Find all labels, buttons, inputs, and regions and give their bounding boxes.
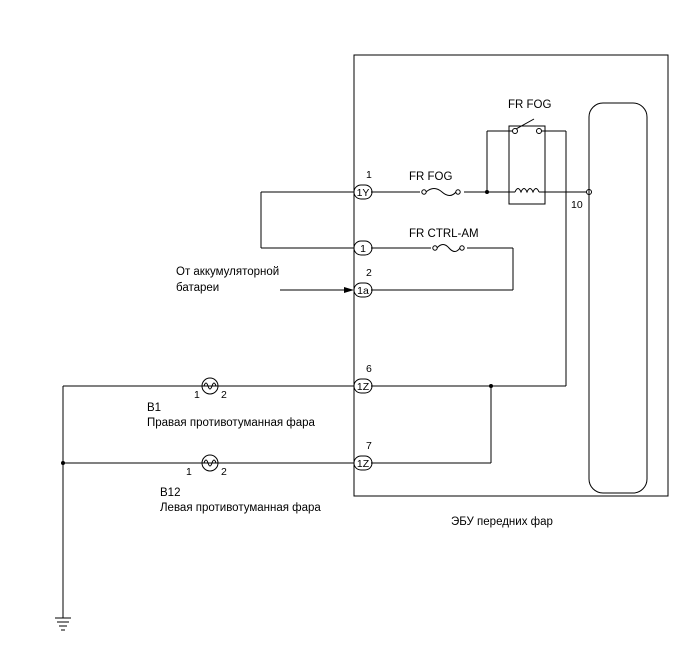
- svg-text:1a: 1a: [357, 285, 369, 297]
- ground-icon: [55, 617, 71, 631]
- connector-1a-pin: 2: [366, 267, 372, 279]
- pin-10-label: 10: [571, 199, 583, 211]
- left-fog-lamp: 1 2 B12 Левая противотуманная фара: [160, 454, 321, 514]
- battery-label-line2: батареи: [176, 282, 219, 294]
- connector-1y-pin: 1: [366, 169, 372, 181]
- connector-1z-7-pin: 7: [366, 440, 372, 452]
- relay-switch-arm: [515, 118, 535, 130]
- svg-text:2: 2: [221, 466, 227, 478]
- fuse-fr-fog-label: FR FOG: [409, 171, 452, 183]
- ecu-internal-block: [588, 102, 648, 494]
- svg-text:1Z: 1Z: [357, 458, 370, 470]
- lamp-b12-code: B12: [160, 487, 180, 499]
- right-fog-lamp: 1 2 B1 Правая противотуманная фара: [147, 377, 316, 429]
- svg-text:1Y: 1Y: [357, 187, 370, 199]
- fuse-fr-fog-icon: [425, 188, 457, 196]
- connector-1z-6: 1Z 6: [353, 363, 373, 394]
- svg-text:1: 1: [360, 243, 366, 255]
- connector-1y: 1Y 1: [353, 169, 373, 200]
- connector-1z-7: 1Z 7: [353, 440, 373, 471]
- lamp-icon: [201, 454, 219, 472]
- lamp-b12-name: Левая противотуманная фара: [160, 502, 321, 514]
- svg-text:1Z: 1Z: [357, 381, 370, 393]
- ecu-box: [353, 54, 669, 497]
- relay-coil-icon: [514, 188, 540, 194]
- connector-1z-6-pin: 6: [366, 363, 372, 375]
- svg-text:1: 1: [194, 389, 200, 401]
- lamp-b1-code: B1: [147, 402, 161, 414]
- lamp-b1-name: Правая противотуманная фара: [147, 417, 316, 429]
- svg-text:2: 2: [221, 389, 227, 401]
- relay-contact-left: [512, 128, 518, 134]
- svg-text:1: 1: [186, 466, 192, 478]
- fr-fog-relay: [508, 125, 546, 205]
- battery-arrow-icon: [344, 287, 354, 293]
- connector-1a: 1a 2: [353, 267, 373, 298]
- lamp-icon: [201, 377, 219, 395]
- connector-1: 1: [353, 240, 373, 256]
- fuse-fr-ctrl-am-icon: [436, 244, 461, 252]
- fuse-fr-ctrl-am-label: FR CTRL-AM: [409, 228, 479, 240]
- ecu-label: ЭБУ передних фар: [451, 516, 553, 528]
- pin-10-terminal: [586, 189, 592, 195]
- relay-label: FR FOG: [508, 99, 551, 111]
- battery-label-line1: От аккумуляторной: [176, 266, 279, 278]
- relay-contact-right: [536, 128, 542, 134]
